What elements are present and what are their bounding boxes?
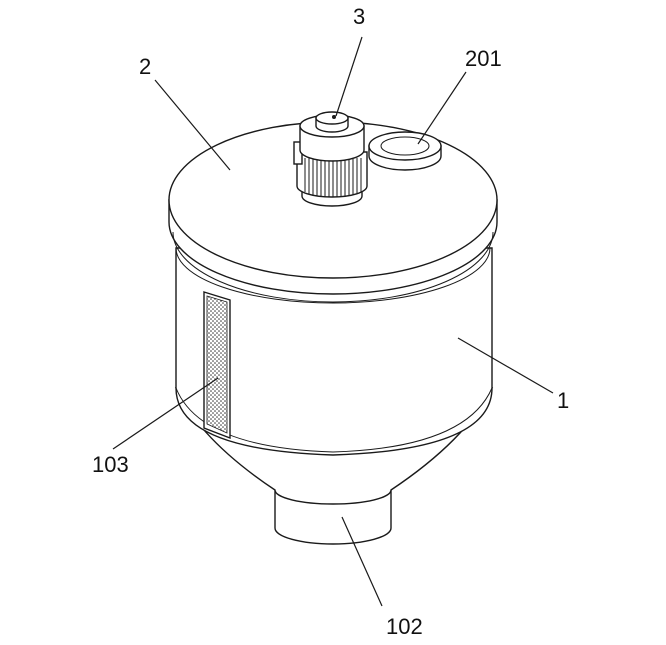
label-inlet: 201 <box>465 46 502 71</box>
label-motor: 3 <box>353 4 365 29</box>
leader-body <box>457 337 554 394</box>
motor <box>293 111 368 207</box>
label-lid: 2 <box>139 54 151 79</box>
leader-outlet <box>341 516 383 607</box>
leader-lines <box>112 36 554 607</box>
leader-lid <box>154 79 231 171</box>
label-body: 1 <box>557 388 569 413</box>
label-outlet: 102 <box>386 614 423 639</box>
motor-fins <box>304 158 362 197</box>
leader-inlet <box>417 71 467 145</box>
leader-motor <box>335 36 363 117</box>
leader-window <box>112 377 219 450</box>
label-window: 103 <box>92 452 129 477</box>
observation-window <box>203 291 231 440</box>
reference-numerals: 3 2 201 1 103 102 <box>92 4 569 639</box>
inlet-port <box>368 131 442 171</box>
main-body <box>175 247 493 456</box>
